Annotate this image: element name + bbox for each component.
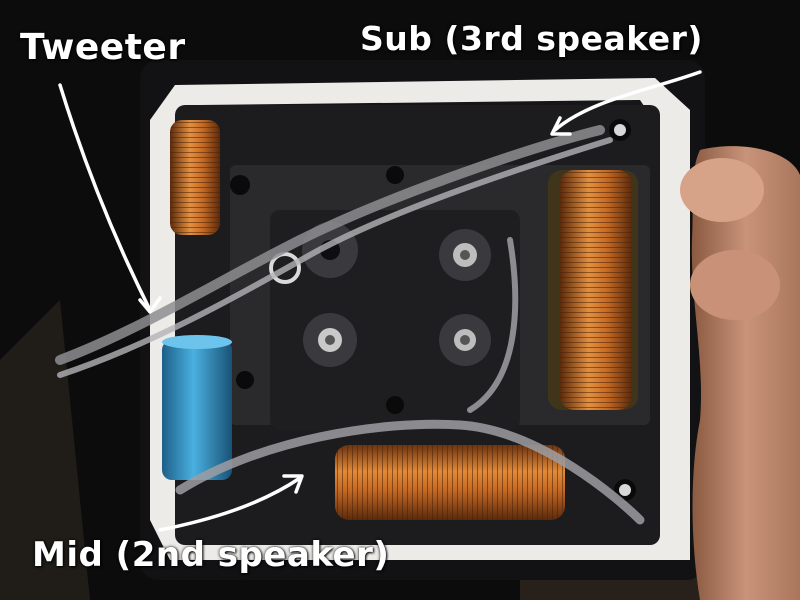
capacitor [162, 340, 232, 480]
capacitor-top [162, 335, 232, 349]
mid-arrow-head [282, 474, 304, 494]
screw-bottom-right [619, 484, 631, 496]
mid-coil-windings [335, 445, 565, 520]
sub-coil-windings [560, 170, 632, 410]
tweeter-arrow [58, 83, 152, 312]
tweeter-label: Tweeter [20, 27, 186, 68]
screw-top-right [614, 124, 626, 136]
thumb-tip [680, 158, 764, 222]
sub-arrow [553, 70, 702, 132]
mid-arrow [158, 476, 302, 532]
finger [690, 250, 780, 320]
sub-arrow-head [550, 116, 572, 136]
tweeter-coil-windings [170, 120, 220, 235]
speaker-wires [55, 125, 645, 525]
annotation-arrows [58, 70, 702, 532]
washer [269, 252, 301, 284]
mid-label: Mid (2nd speaker) [32, 535, 390, 575]
tweeter-arrow-head [138, 296, 162, 314]
sub-label: Sub (3rd speaker) [360, 19, 704, 58]
